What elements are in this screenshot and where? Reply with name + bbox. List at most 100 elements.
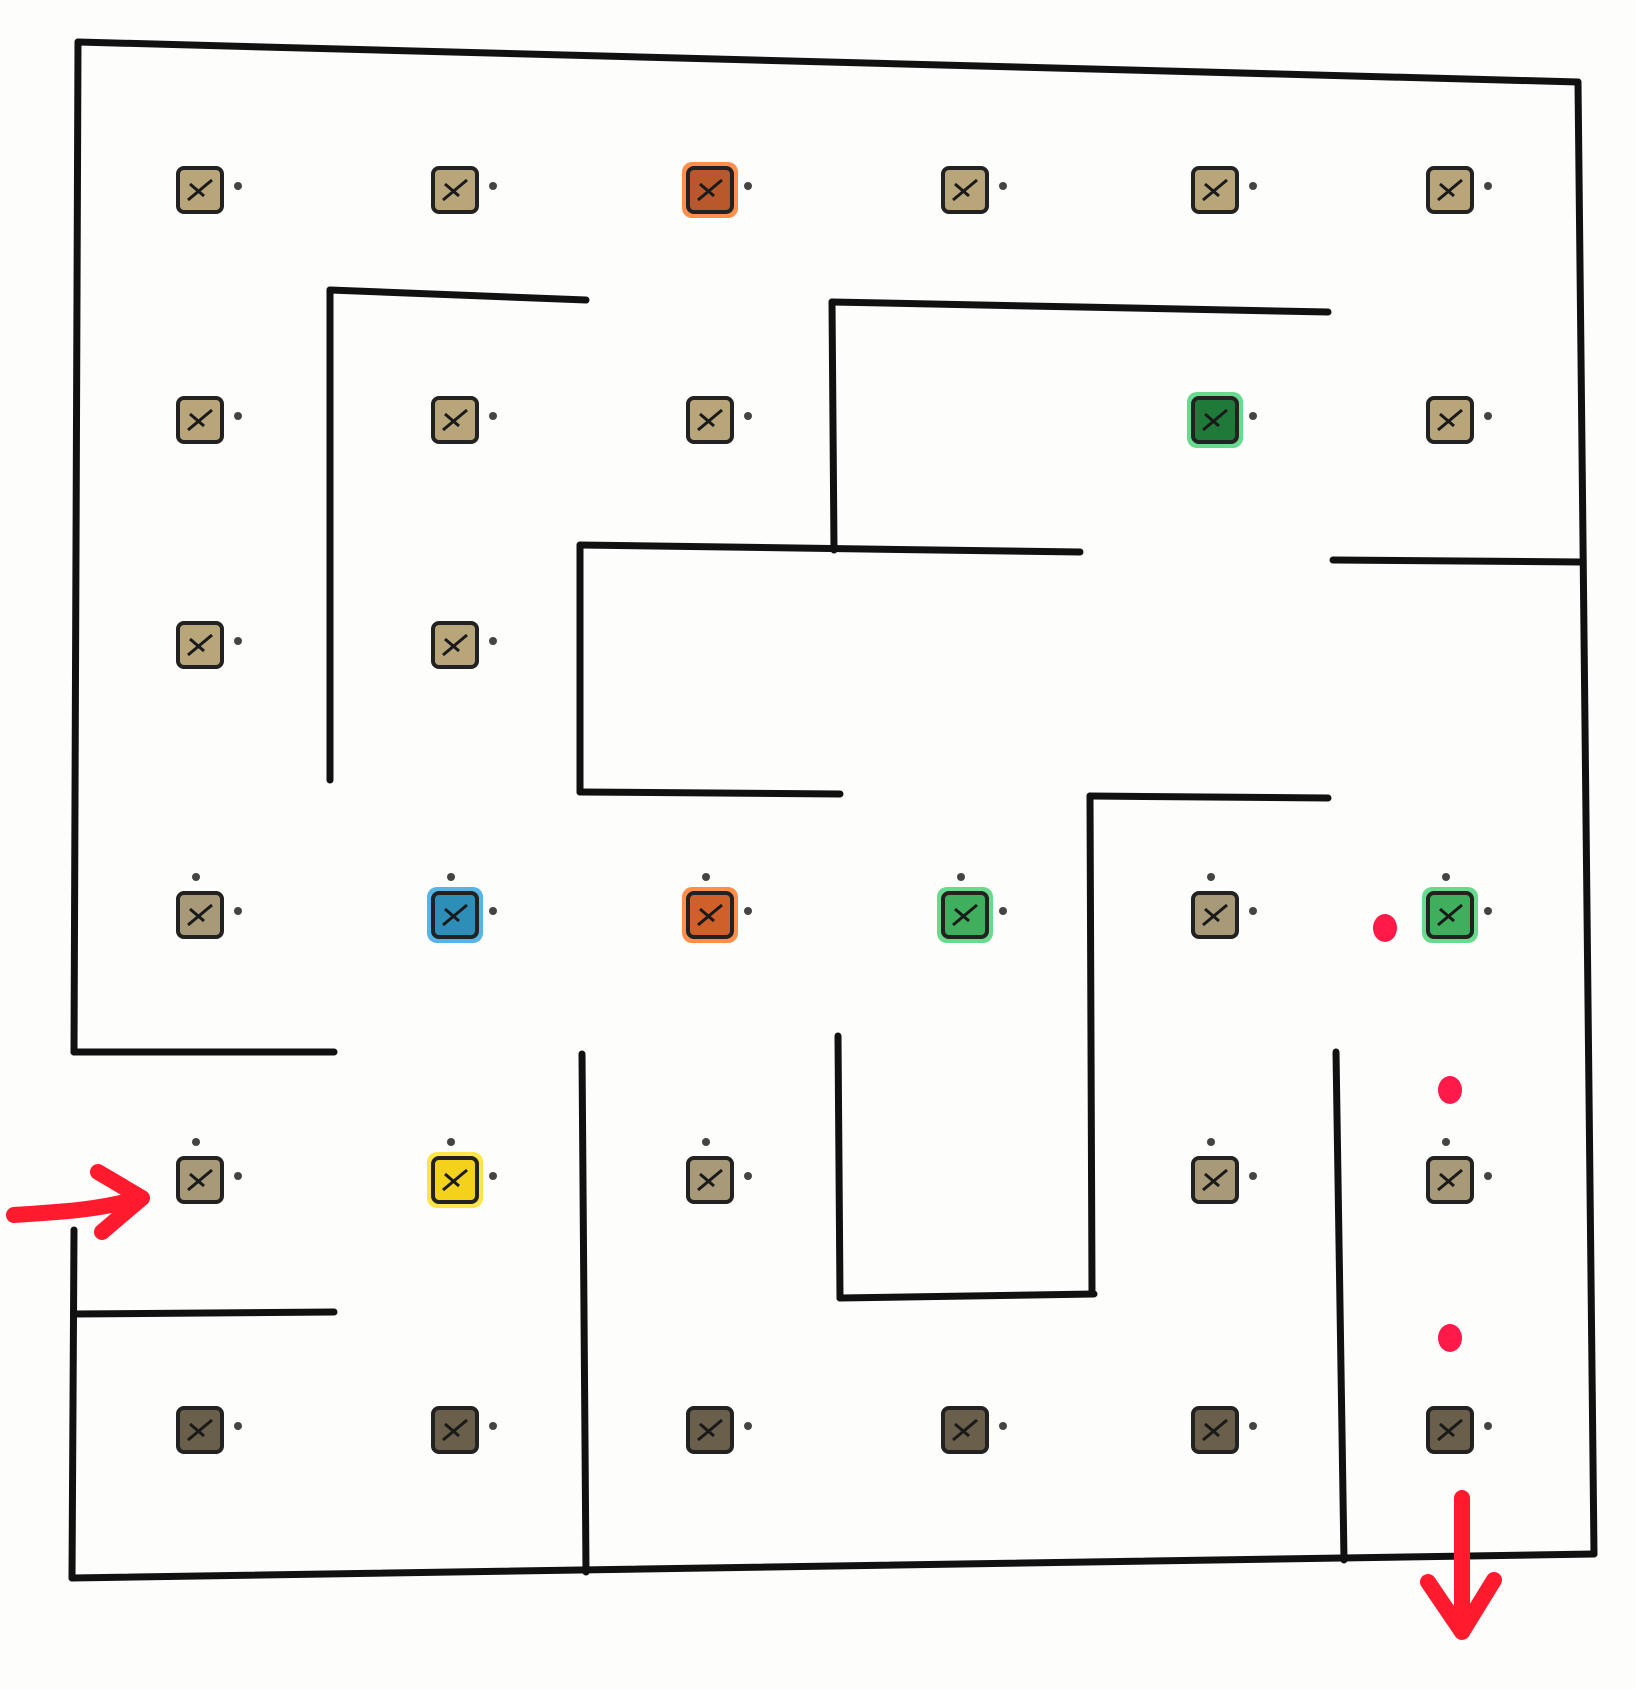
rune-tile-icon — [427, 1138, 497, 1208]
pencil-dot — [702, 873, 710, 881]
pencil-dot — [1249, 412, 1257, 420]
rune-tile-icon — [431, 1406, 497, 1454]
tile-glyph — [697, 903, 723, 927]
pencil-dot — [999, 1422, 1007, 1430]
rune-tile-icon — [1191, 1406, 1257, 1454]
rune-tile-icon — [686, 1406, 752, 1454]
tile-glyph — [697, 178, 723, 202]
pencil-dot — [1249, 1422, 1257, 1430]
maze-wall — [326, 286, 590, 304]
pencil-dot — [1484, 1422, 1492, 1430]
maze-walls — [68, 38, 1598, 1582]
rune-tile-icon — [937, 873, 1007, 943]
tile-glyph — [1202, 1168, 1228, 1192]
tile-glyph — [187, 903, 213, 927]
maze-wall — [70, 1308, 338, 1318]
tile-glyph — [187, 178, 213, 202]
pencil-dot — [1249, 1172, 1257, 1180]
pencil-dot — [234, 1422, 242, 1430]
pencil-dot — [1249, 182, 1257, 190]
tile-glyph — [952, 178, 978, 202]
tile-glyph — [1202, 408, 1228, 432]
tile-glyph — [187, 633, 213, 657]
pencil-dot — [744, 1172, 752, 1180]
maze-wall — [828, 298, 1332, 316]
tile-glyph — [1437, 1418, 1463, 1442]
tile-glyph — [1437, 1168, 1463, 1192]
maze-wall — [576, 541, 1084, 556]
tile-glyph — [1437, 903, 1463, 927]
maze-wall — [1329, 556, 1584, 566]
pencil-dot — [1484, 412, 1492, 420]
tile-glyph — [952, 1418, 978, 1442]
maze-wall — [1086, 792, 1096, 1296]
rune-tile-icon — [1191, 873, 1257, 939]
tile-glyph — [1202, 178, 1228, 202]
pencil-dot — [999, 907, 1007, 915]
maze-wall — [74, 38, 1582, 86]
tile-glyph — [1202, 1418, 1228, 1442]
pencil-dot — [1484, 182, 1492, 190]
pencil-dot — [489, 1172, 497, 1180]
rune-tile-icon — [686, 396, 752, 444]
rune-tile-icon — [176, 396, 242, 444]
rune-tile-icon — [1187, 392, 1257, 448]
rune-tile-icon — [941, 1406, 1007, 1454]
maze-wall — [834, 1032, 844, 1302]
arrow-down-icon — [1420, 1490, 1502, 1640]
pencil-dot — [192, 873, 200, 881]
rune-tile-icon — [682, 873, 752, 943]
pencil-dot — [744, 182, 752, 190]
rune-tile-icon — [1426, 1406, 1492, 1454]
maze-wall — [576, 788, 844, 798]
tile-glyph — [697, 408, 723, 432]
tile-glyph — [442, 408, 468, 432]
rune-tile-icon — [431, 621, 497, 669]
rune-tile-icon — [1191, 166, 1257, 214]
tile-glyph — [442, 178, 468, 202]
tile-glyph — [187, 1418, 213, 1442]
rune-tile-icon — [176, 1406, 242, 1454]
rune-tile-icon — [431, 396, 497, 444]
rune-tile-icon — [1426, 396, 1492, 444]
pencil-dot — [489, 637, 497, 645]
pencil-dot — [489, 182, 497, 190]
pencil-dot — [957, 873, 965, 881]
pencil-dot — [234, 1172, 242, 1180]
pencil-dot — [999, 182, 1007, 190]
pencil-dot — [702, 1138, 710, 1146]
pencil-dot — [1207, 1138, 1215, 1146]
maze-wall — [578, 1050, 590, 1576]
rune-tile-icon — [1422, 873, 1492, 943]
pencil-dot — [744, 907, 752, 915]
pencil-dot — [447, 1138, 455, 1146]
pencil-dot — [447, 873, 455, 881]
path-marker-dot — [1438, 1324, 1462, 1352]
pencil-dot — [489, 412, 497, 420]
rune-tile-icon — [176, 873, 242, 939]
rune-tile-icon — [686, 1138, 752, 1204]
tile-glyph — [1437, 408, 1463, 432]
pencil-dot — [1442, 873, 1450, 881]
rune-tile-icon — [1191, 1138, 1257, 1204]
maze-wall — [828, 298, 838, 554]
tile-glyph — [187, 1168, 213, 1192]
pencil-dot — [1484, 1172, 1492, 1180]
tile-glyph — [952, 903, 978, 927]
tile-glyph — [187, 408, 213, 432]
rune-tile-icon — [176, 1138, 242, 1204]
maze-wall — [68, 1226, 78, 1582]
rune-tile-icon — [682, 162, 752, 218]
pencil-dot — [192, 1138, 200, 1146]
entry-exit-arrows — [6, 1164, 1502, 1640]
tile-glyph — [442, 1418, 468, 1442]
pencil-dot — [1249, 907, 1257, 915]
pencil-dot — [234, 637, 242, 645]
arrow-right-icon — [6, 1164, 150, 1240]
maze-wall — [1332, 1048, 1348, 1564]
maze-wall — [70, 38, 82, 1056]
pencil-dot — [234, 412, 242, 420]
path-markers — [1373, 914, 1462, 1352]
